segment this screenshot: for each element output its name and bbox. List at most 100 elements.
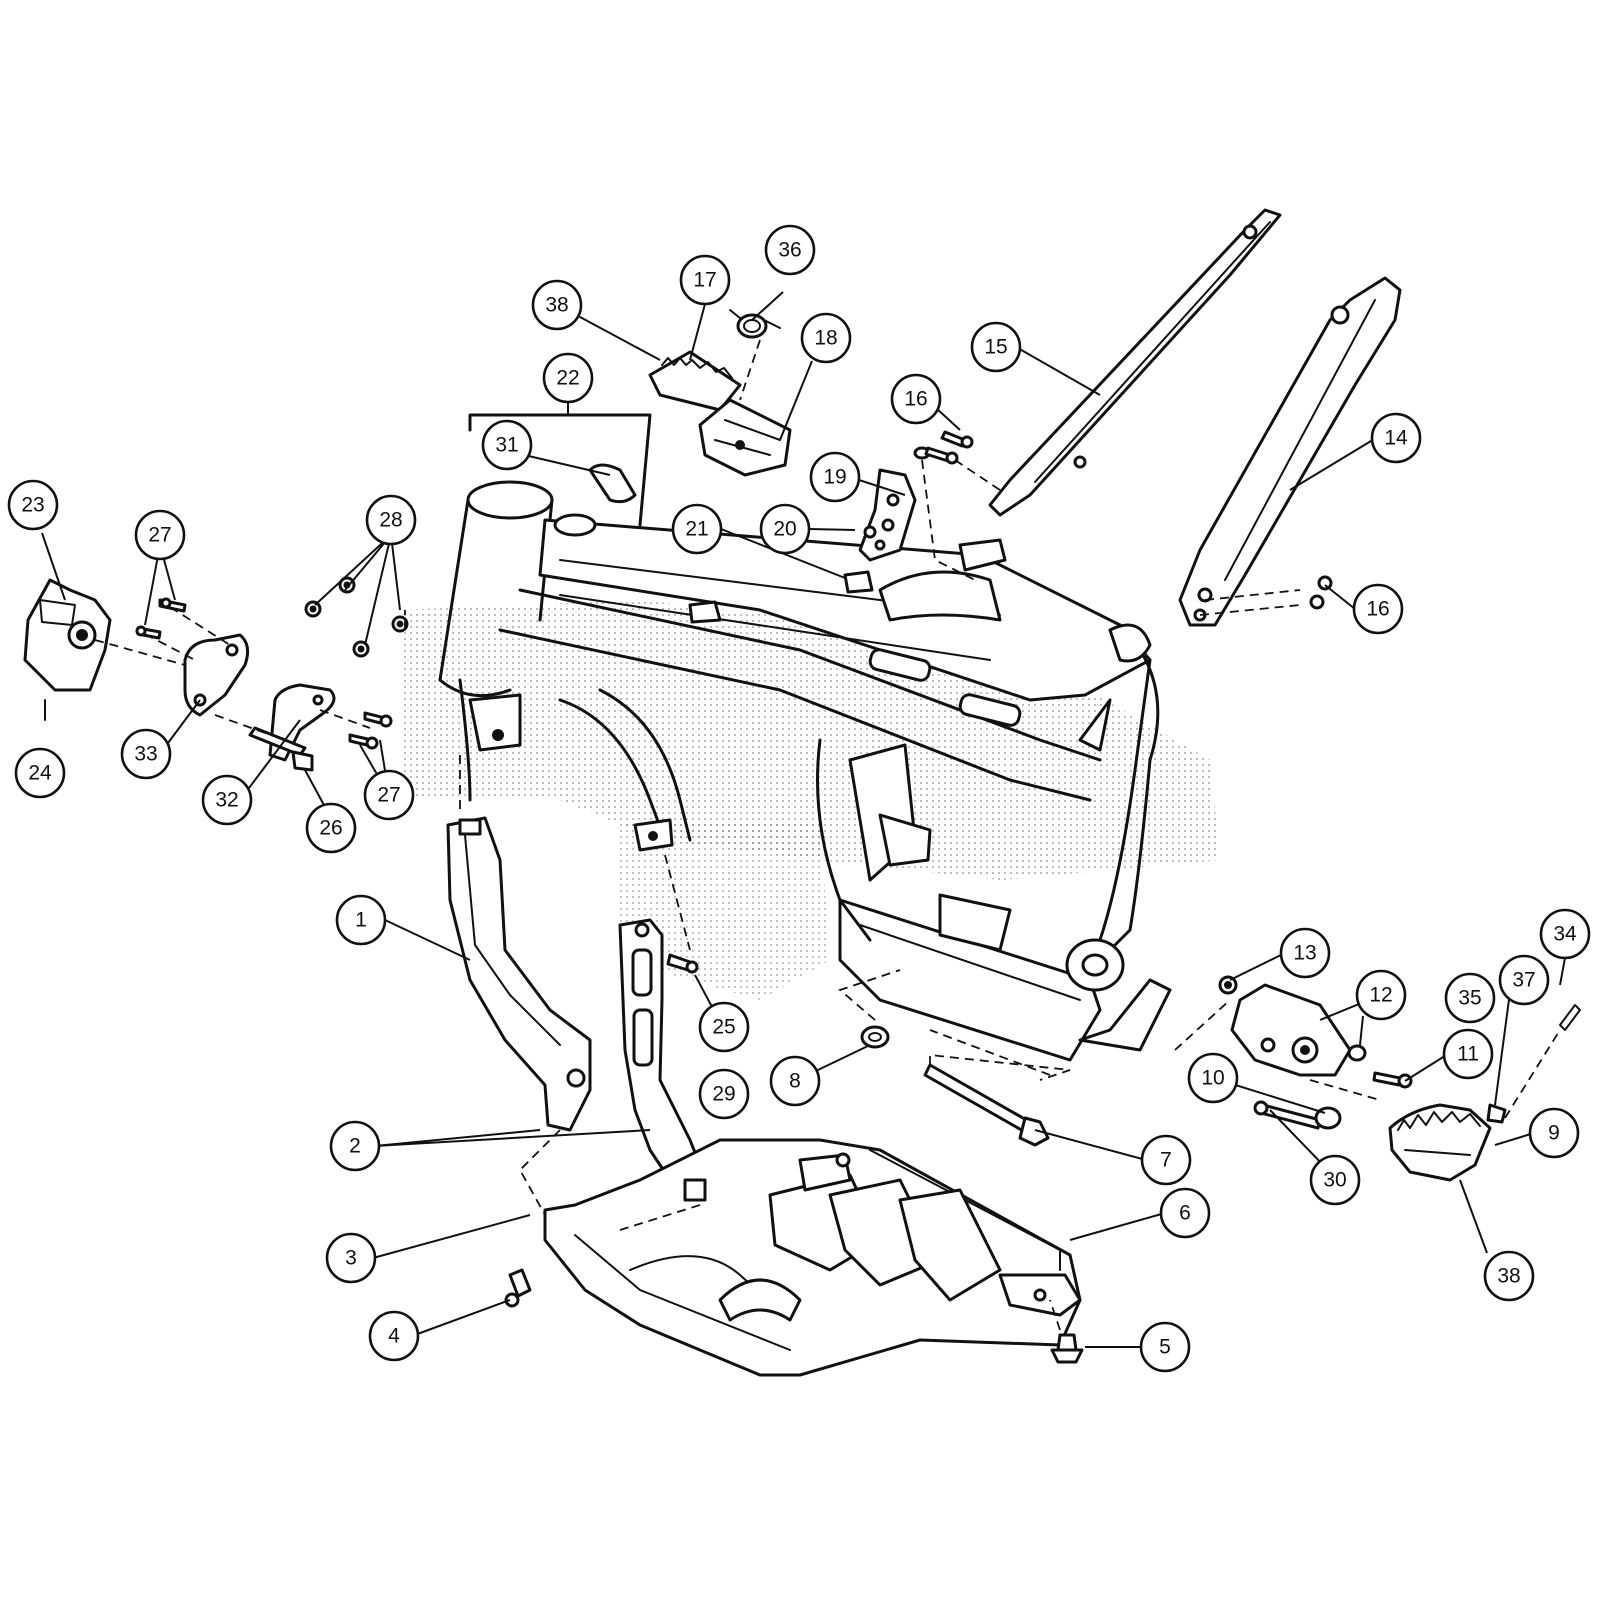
callout-label: 26 <box>319 817 342 840</box>
callout-12[interactable]: 12 <box>1355 969 1407 1021</box>
callout-25[interactable]: 25 <box>698 1001 750 1053</box>
callout-label: 25 <box>712 1016 735 1039</box>
callout-16-top[interactable]: 16 <box>890 373 942 425</box>
callout-10[interactable]: 10 <box>1187 1052 1239 1104</box>
assembly-lines <box>94 339 1561 1331</box>
callout-label: 18 <box>814 327 837 350</box>
callout-26[interactable]: 26 <box>305 802 357 854</box>
bolt-5 <box>1050 1333 1084 1364</box>
callout-label: 10 <box>1201 1067 1224 1090</box>
bolt-4 <box>504 1268 532 1308</box>
callout-33[interactable]: 33 <box>120 728 172 780</box>
callout-22[interactable]: 22 <box>542 352 594 404</box>
callout-label: 24 <box>28 762 52 785</box>
callout-3[interactable]: 3 <box>325 1232 377 1284</box>
callout-label: 8 <box>789 1070 801 1093</box>
callout-label: 2 <box>349 1135 361 1158</box>
callout-label: 13 <box>1293 942 1316 965</box>
callout-label: 28 <box>379 509 402 532</box>
callout-37[interactable]: 37 <box>1498 954 1550 1006</box>
callout-label: 1 <box>355 909 367 932</box>
callout-label: 9 <box>1548 1122 1560 1145</box>
callout-14[interactable]: 14 <box>1370 412 1422 464</box>
callout-19[interactable]: 19 <box>809 451 861 503</box>
callout-label: 12 <box>1369 984 1392 1007</box>
callout-15[interactable]: 15 <box>970 321 1022 373</box>
callout-label: 36 <box>778 239 801 262</box>
callout-38-right[interactable]: 38 <box>1483 1250 1535 1302</box>
callout-label: 5 <box>1159 1336 1171 1359</box>
nut-13 <box>1218 975 1238 995</box>
callout-9[interactable]: 9 <box>1528 1107 1580 1159</box>
washer-35 <box>1347 1044 1367 1062</box>
callout-21[interactable]: 21 <box>671 503 723 555</box>
callout-13[interactable]: 13 <box>1279 927 1331 979</box>
subframe-rail-15 <box>988 208 1282 517</box>
callout-label: 32 <box>215 789 238 812</box>
pin-10-30 <box>1253 1100 1342 1130</box>
callout-label: 6 <box>1179 1202 1191 1225</box>
callout-label: 20 <box>773 518 796 541</box>
callout-4[interactable]: 4 <box>368 1310 420 1362</box>
callout-28[interactable]: 28 <box>365 494 417 546</box>
callouts: 1 2 3 4 5 6 7 8 9 10 11 12 13 14 15 16 1… <box>7 224 1591 1373</box>
callout-label: 17 <box>693 269 716 292</box>
callout-34[interactable]: 34 <box>1539 908 1591 960</box>
callout-label: 35 <box>1458 987 1481 1010</box>
callout-24[interactable]: 24 <box>14 747 66 799</box>
washer-8 <box>860 1025 890 1049</box>
callout-label: 21 <box>685 518 708 541</box>
callout-2[interactable]: 2 <box>329 1120 381 1172</box>
callout-label: 38 <box>1497 1265 1520 1288</box>
skid-plate-6 <box>543 1138 1082 1377</box>
callout-6[interactable]: 6 <box>1159 1187 1211 1239</box>
spring-36 <box>729 309 781 339</box>
callout-29[interactable]: 29 <box>698 1068 750 1120</box>
callout-7[interactable]: 7 <box>1140 1134 1192 1186</box>
callout-label: 22 <box>556 367 579 390</box>
callout-label: 31 <box>495 434 518 457</box>
callout-label: 16 <box>1366 598 1389 621</box>
subframe-rail-14 <box>1178 276 1402 627</box>
pad-31 <box>468 413 652 537</box>
callout-1[interactable]: 1 <box>335 894 387 946</box>
callout-38-top[interactable]: 38 <box>531 279 583 331</box>
footpeg-upper-17 <box>648 350 792 477</box>
footpeg-bracket-12 <box>1230 983 1352 1077</box>
mount-plate-33 <box>183 633 250 717</box>
callout-17[interactable]: 17 <box>679 254 731 306</box>
bolts-27-28 <box>135 576 409 750</box>
callout-11[interactable]: 11 <box>1442 1028 1494 1080</box>
callout-label: 4 <box>388 1325 400 1348</box>
callout-36[interactable]: 36 <box>764 224 816 276</box>
callout-label: 27 <box>148 524 171 547</box>
callout-label: 19 <box>823 466 846 489</box>
callout-label: 33 <box>134 743 157 766</box>
callout-16-right[interactable]: 16 <box>1352 583 1404 635</box>
callout-label: 7 <box>1160 1149 1172 1172</box>
bolts-16 <box>924 430 1333 610</box>
callout-20[interactable]: 20 <box>759 503 811 555</box>
callout-label: 30 <box>1323 1169 1346 1192</box>
bolt-7 <box>923 1063 1050 1147</box>
callout-label: 14 <box>1384 427 1408 450</box>
callout-27-left[interactable]: 27 <box>134 509 186 561</box>
callout-5[interactable]: 5 <box>1139 1321 1191 1373</box>
callout-label: 38 <box>545 294 568 317</box>
callout-label: 29 <box>712 1083 735 1106</box>
callout-8[interactable]: 8 <box>769 1055 821 1107</box>
callout-label: 34 <box>1553 923 1577 946</box>
callout-23[interactable]: 23 <box>7 479 59 531</box>
callout-30[interactable]: 30 <box>1309 1154 1361 1206</box>
footpeg-bracket-left <box>23 578 112 721</box>
leader-lines <box>41 291 1566 1348</box>
callout-label: 37 <box>1512 969 1535 992</box>
callout-label: 27 <box>377 784 400 807</box>
callout-32[interactable]: 32 <box>201 774 253 826</box>
callout-18[interactable]: 18 <box>800 312 852 364</box>
callout-27-right[interactable]: 27 <box>363 769 415 821</box>
callout-label: 23 <box>21 494 44 517</box>
callout-35[interactable]: 35 <box>1444 972 1496 1024</box>
callout-31[interactable]: 31 <box>481 419 533 471</box>
